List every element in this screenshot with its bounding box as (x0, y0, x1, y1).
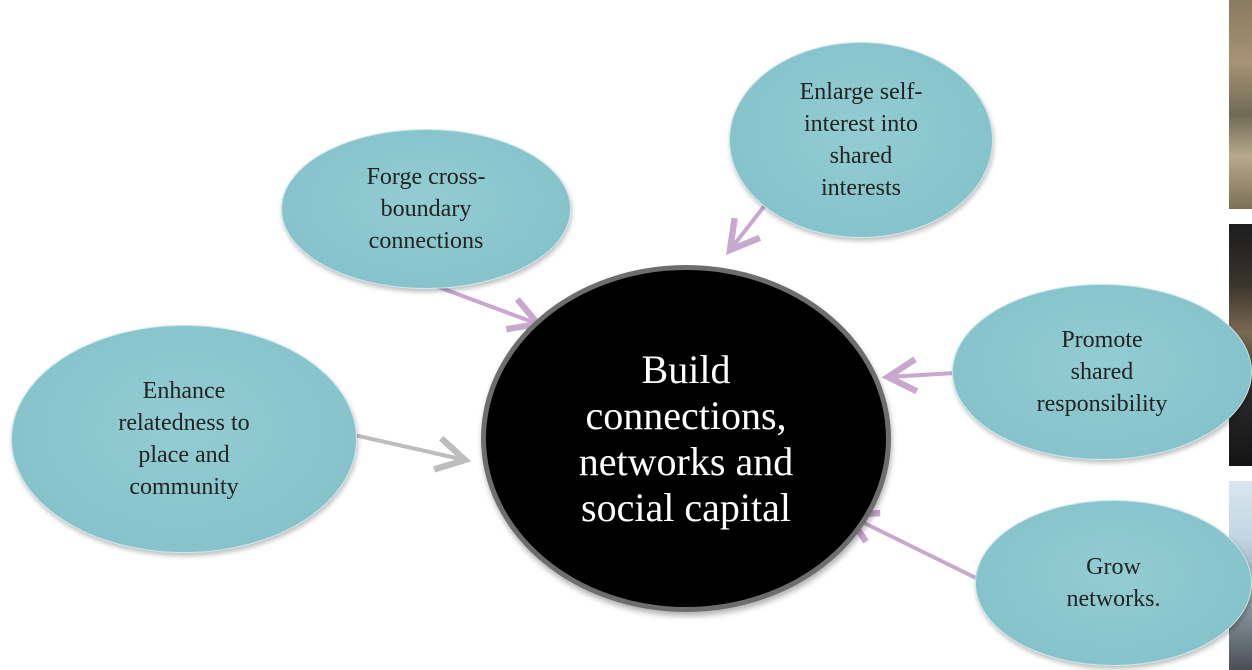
node-enhance-label: Enhance relatedness to place and communi… (118, 378, 250, 500)
central-node-label: Build connections, networks and social c… (578, 346, 794, 530)
node-forge-cross-boundary: Forge cross- boundary connections (281, 129, 571, 289)
node-forge-label: Forge cross- boundary connections (366, 164, 486, 254)
node-promote-responsibility: Promote shared responsibility (952, 284, 1252, 460)
central-node: Build connections, networks and social c… (481, 265, 891, 612)
cliff-photo (1229, 0, 1252, 209)
arrow-enhance-to-center (353, 433, 472, 473)
node-enlarge-label: Enlarge self- interest into shared inter… (799, 79, 923, 201)
node-promote-label: Promote shared responsibility (1036, 327, 1168, 417)
arrow-forge-to-center (424, 280, 545, 333)
arrow-grow-to-center (842, 509, 981, 582)
arrow-promote-to-center (881, 356, 956, 395)
node-grow-label: Grow networks. (1066, 554, 1161, 612)
node-grow-networks: Grow networks. (975, 500, 1252, 666)
node-enlarge-self-interest: Enlarge self- interest into shared inter… (729, 42, 993, 238)
node-enhance-relatedness: Enhance relatedness to place and communi… (11, 325, 357, 553)
